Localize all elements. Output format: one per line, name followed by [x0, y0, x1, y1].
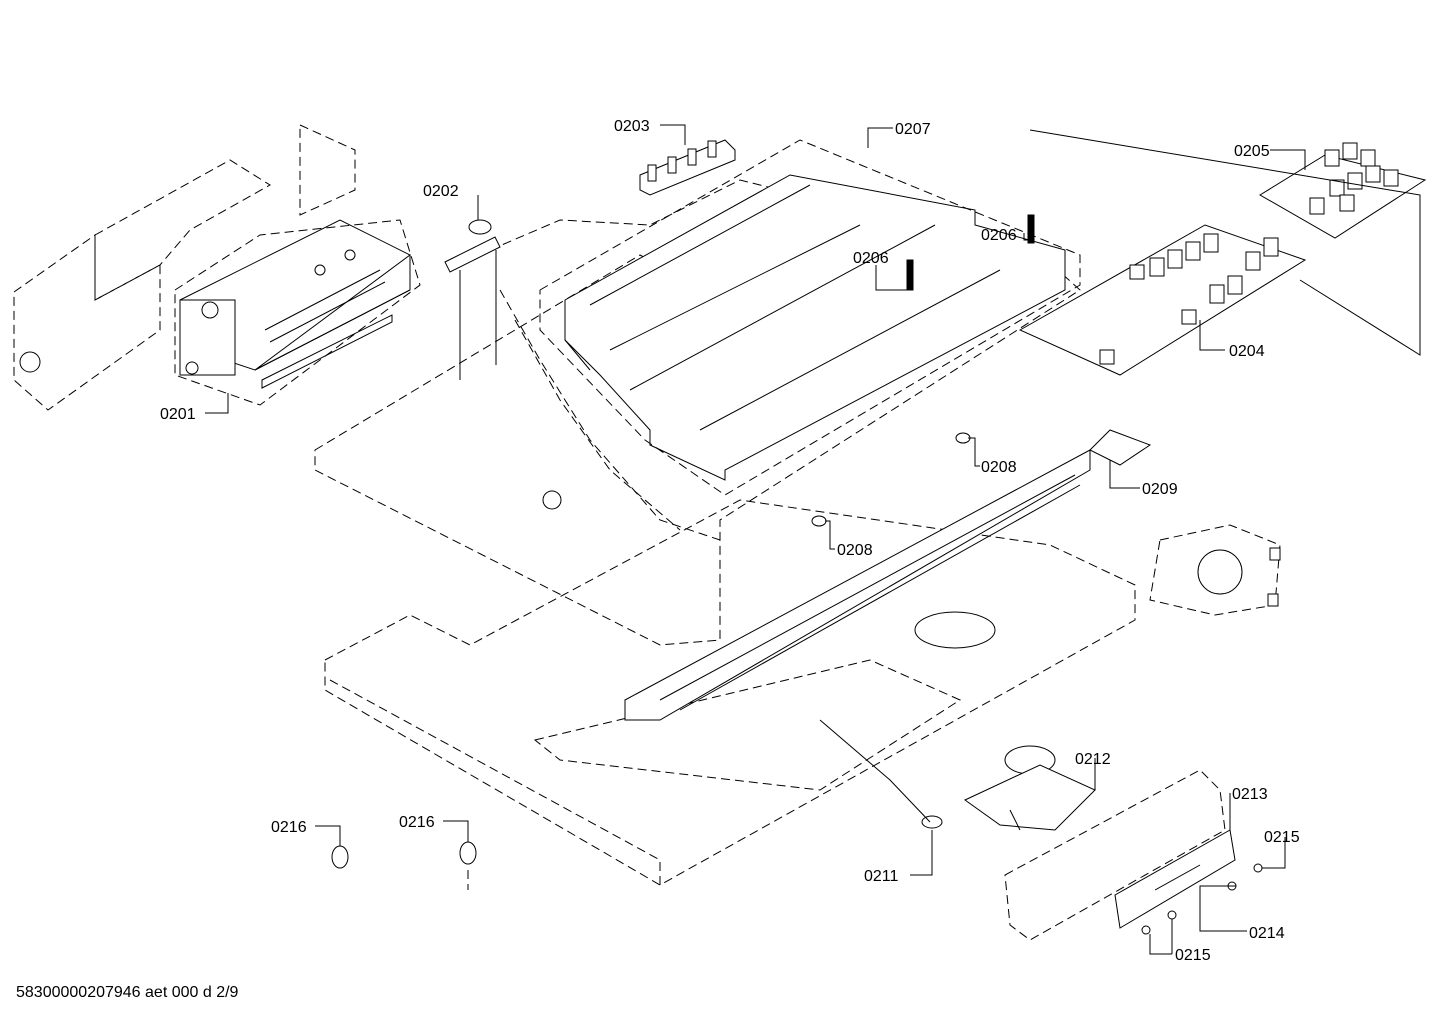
right-side-rail [1004, 769, 1226, 941]
insulation-outline [539, 139, 1081, 496]
rear-side-panel [13, 124, 356, 411]
control-board [1018, 224, 1307, 376]
label-0201: 0201 [160, 406, 196, 423]
label-0209: 0209 [1142, 481, 1178, 498]
clip-screws [811, 214, 1035, 527]
air-channel [624, 429, 1152, 721]
label-0211: 0211 [864, 868, 899, 885]
label-0212: 0212 [1075, 751, 1111, 768]
relay-board [1259, 142, 1427, 239]
label-0206-a: 0206 [853, 250, 889, 267]
cover-strip [1114, 829, 1236, 929]
label-0214: 0214 [1249, 925, 1285, 942]
label-0205: 0205 [1234, 143, 1270, 160]
door-hinge-plate [1149, 524, 1281, 616]
door-lock [964, 745, 1096, 831]
board-mount-guide [1029, 129, 1421, 356]
diagram-reference-code: 58300000207946 aet 000 d 2/9 [16, 984, 239, 1001]
small-screws [1141, 863, 1263, 935]
thermal-switch-top [444, 219, 501, 380]
insulation-cover [564, 174, 1066, 481]
base-plate [314, 179, 1081, 646]
label-0208-a: 0208 [981, 459, 1017, 476]
label-0202: 0202 [423, 183, 459, 200]
label-0215-a: 0215 [1264, 829, 1300, 846]
label-0216-b: 0216 [399, 814, 435, 831]
label-0203: 0203 [614, 118, 650, 135]
plastic-clips [331, 841, 477, 890]
bottom-tray [324, 499, 1136, 886]
label-0207: 0207 [895, 121, 931, 138]
label-0213: 0213 [1232, 786, 1268, 803]
thermostat [819, 719, 943, 829]
leader-lines [205, 124, 1306, 955]
label-0208-b: 0208 [837, 542, 873, 559]
label-0216-a: 0216 [271, 819, 307, 836]
fan-motor-assembly [179, 219, 411, 389]
cable-holder [639, 139, 736, 196]
label-0215-b: 0215 [1175, 947, 1211, 964]
label-0206-b: 0206 [981, 227, 1017, 244]
label-0204: 0204 [1229, 343, 1265, 360]
fan-motor-outline [174, 219, 421, 406]
